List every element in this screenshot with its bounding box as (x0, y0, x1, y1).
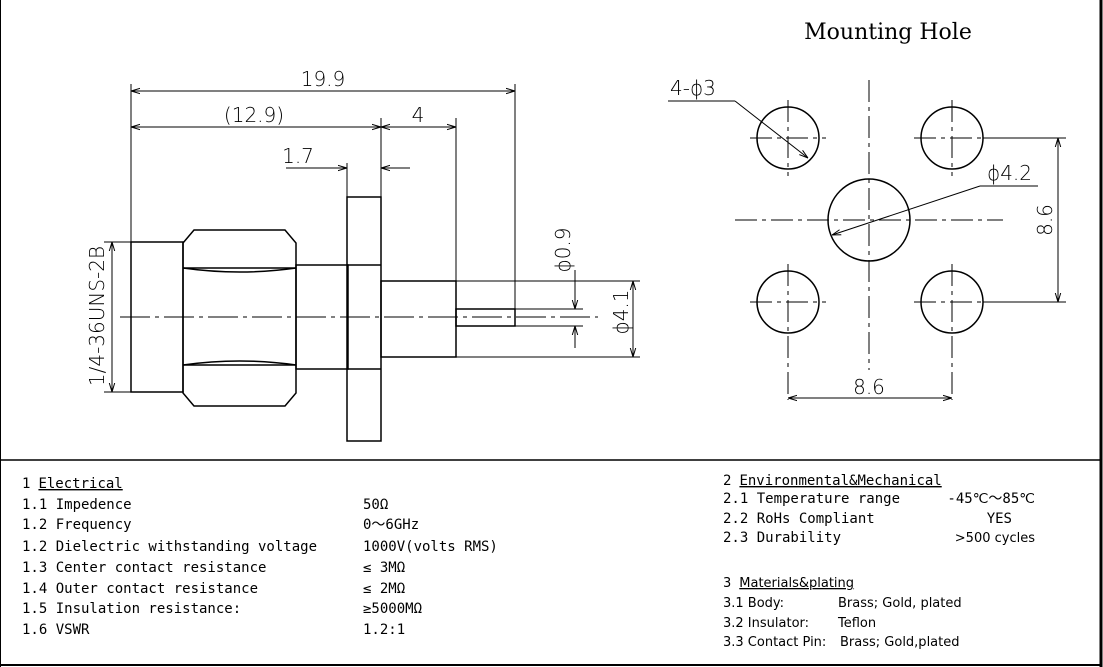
dim-overall-length: 19.9 (301, 67, 346, 91)
dim-flange-thickness: 1.7 (282, 144, 314, 168)
dim-horizontal-spacing: 8.6 (853, 375, 885, 399)
spec-value: ≥5000MΩ (363, 601, 422, 617)
mounting-hole-pattern (735, 80, 1003, 400)
spec-label: 1.2 Frequency (22, 517, 132, 533)
spec-label: 1.4 Outer contact resistance (22, 581, 258, 597)
spec-label: 3.2 Insulator: (723, 616, 809, 631)
spec-label: 1.3 Center contact resistance (22, 560, 266, 576)
spec-value: 0～6GHz (363, 517, 419, 533)
spec-label: 1.1 Impedence (22, 497, 132, 513)
materials-heading: Materials&plating (739, 576, 854, 591)
spec-value: 1.2:1 (363, 622, 405, 638)
environmental-specs: 2 Environmental&Mechanical 2.1 Temperatur… (723, 473, 1035, 546)
spec-label: 1.2 Dielectric withstanding voltage (22, 539, 317, 555)
spec-value: YES (987, 511, 1012, 527)
dim-center-hole: ϕ4.2 (987, 161, 1032, 185)
dim-body-length: (12.9) (224, 103, 284, 127)
spec-value: 1000V(volts RMS) (363, 539, 498, 555)
spec-value: Brass; Gold,plated (840, 635, 960, 650)
spec-value: >500 cycles (955, 531, 1035, 546)
spec-value: -45℃～85℃ (947, 491, 1035, 507)
electrical-specs: 1 Electrical 1.1 Impedence 50Ω 1.2 Freque… (22, 476, 498, 638)
spec-value: ≤ 3MΩ (363, 560, 405, 576)
materials-specs: 3 Materials&plating 3.1 Body: Brass; Gold… (723, 576, 962, 650)
dim-rear-length: 4 (412, 103, 425, 127)
dim-vertical-spacing: 8.6 (1033, 204, 1057, 236)
dim-pin-diameter: ϕ0.9 (551, 228, 575, 273)
spec-label: 1.6 VSWR (22, 622, 90, 638)
mounting-hole-title: Mounting Hole (804, 20, 972, 45)
spec-label: 3.1 Body: (723, 596, 784, 611)
spec-value: 50Ω (363, 497, 388, 513)
mounting-hole-dimensions (668, 101, 1066, 398)
environmental-heading-num: 2 (723, 473, 731, 489)
spec-label: 2.3 Durability (723, 530, 841, 546)
connector-side-view (120, 197, 598, 441)
spec-value: Brass; Gold, plated (838, 596, 962, 611)
environmental-heading: Environmental&Mechanical (739, 473, 941, 489)
electrical-heading: Electrical (38, 476, 122, 492)
dim-thread: 1/4-36UNS-2B (85, 246, 109, 386)
spec-value: Teflon (837, 616, 876, 631)
side-view-labels: 19.9 (12.9) 4 1.7 1/4-36UNS-2B ϕ0.9 ϕ4.1 (85, 67, 633, 386)
spec-value: ≤ 2MΩ (363, 581, 405, 597)
materials-heading-num: 3 (723, 576, 731, 591)
side-view-dimensions (104, 84, 640, 392)
spec-label: 3.3 Contact Pin: (723, 635, 826, 650)
dim-dielectric-diameter: ϕ4.1 (609, 290, 633, 335)
mounting-hole-labels: 4-ϕ3 ϕ4.2 8.6 8.6 (670, 76, 1057, 399)
electrical-heading-num: 1 (22, 476, 30, 492)
spec-label: 1.5 Insulation resistance: (22, 601, 241, 617)
spec-label: 2.1 Temperature range (723, 491, 900, 507)
spec-label: 2.2 RoHs Compliant (723, 511, 875, 527)
dim-holes: 4-ϕ3 (670, 76, 716, 100)
